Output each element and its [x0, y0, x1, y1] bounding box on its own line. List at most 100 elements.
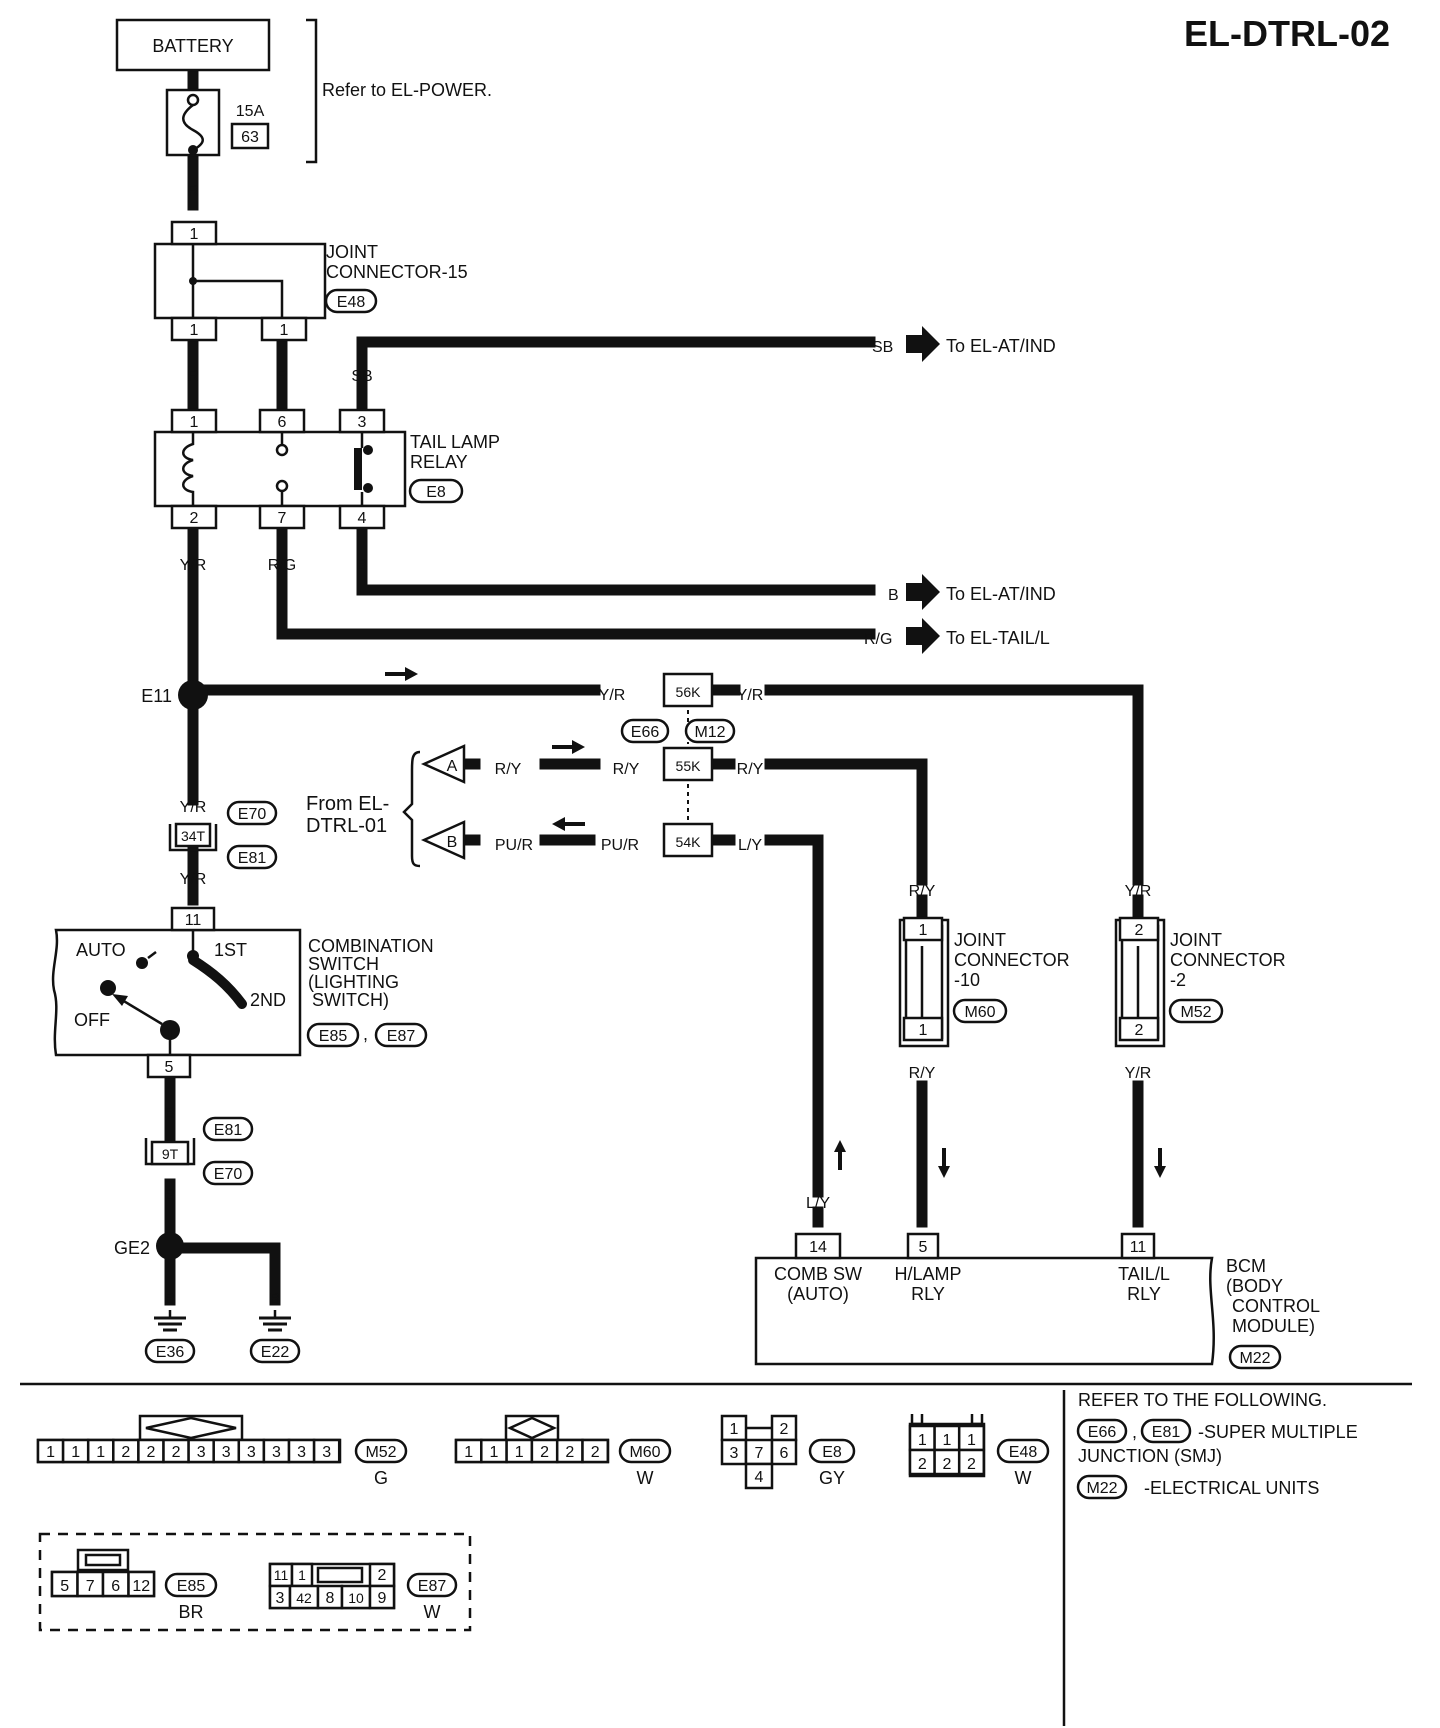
output-rg-tail-l: R/G To EL-TAIL/L [864, 618, 1050, 654]
svg-text:M12: M12 [694, 724, 725, 741]
svg-text:W: W [1015, 1468, 1032, 1488]
svg-text:E48: E48 [1009, 1444, 1038, 1461]
svg-text:CONNECTOR: CONNECTOR [1170, 950, 1286, 970]
svg-text:E85: E85 [319, 1028, 348, 1045]
svg-text:R/G: R/G [268, 557, 296, 574]
connector-cavity [312, 1438, 341, 1464]
relay-contact-icon [275, 443, 289, 457]
svg-text:1: 1 [190, 322, 199, 339]
svg-text:M52: M52 [1180, 1004, 1211, 1021]
connector-pin-label: 1 [515, 1444, 524, 1461]
connector-pin-label: 3 [197, 1444, 206, 1461]
svg-text:1: 1 [730, 1421, 739, 1438]
svg-text:COMB SW: COMB SW [774, 1264, 862, 1284]
svg-text:R: R [187, 368, 199, 385]
ground-e22: E22 [249, 1310, 301, 1364]
junction-34t: 34T E70 E81 [168, 800, 278, 870]
svg-text:4: 4 [755, 1469, 764, 1486]
svg-text:R/Y: R/Y [909, 883, 936, 900]
svg-text:R/G: R/G [864, 631, 892, 648]
fuse-number: 63 [241, 129, 259, 146]
svg-text:COMBINATION: COMBINATION [308, 936, 434, 956]
svg-text:MODULE): MODULE) [1232, 1316, 1315, 1336]
connector-pin-label: 2 [967, 1456, 976, 1473]
svg-text:9: 9 [378, 1590, 387, 1607]
svg-text:JOINT: JOINT [954, 930, 1006, 950]
svg-text:9T: 9T [162, 1146, 179, 1162]
connector-marker-b [420, 820, 466, 860]
connector-pin-label: 1 [46, 1444, 55, 1461]
svg-text:3: 3 [276, 1590, 285, 1607]
svg-text:E36: E36 [156, 1344, 185, 1361]
svg-text:M60: M60 [964, 1004, 995, 1021]
svg-text:Y/R: Y/R [180, 799, 207, 816]
svg-text:Y/R: Y/R [737, 687, 764, 704]
connector-view-group-dashed [38, 1532, 472, 1632]
svg-text:From EL-: From EL- [306, 793, 389, 815]
svg-text:E81: E81 [238, 850, 267, 867]
connector-pin-label: 3 [297, 1444, 306, 1461]
connector-pin-label: 1 [71, 1444, 80, 1461]
svg-text:CONNECTOR-15: CONNECTOR-15 [326, 262, 468, 282]
svg-text:1: 1 [919, 1022, 928, 1039]
svg-text:10: 10 [348, 1590, 364, 1606]
output-b-at-ind: B To EL-AT/IND [888, 574, 1056, 610]
svg-text:B: B [165, 1105, 176, 1122]
svg-text:1: 1 [919, 922, 928, 939]
svg-text:L/Y: L/Y [738, 837, 762, 854]
splice-ge2 [156, 1232, 184, 1260]
svg-text:E70: E70 [238, 806, 267, 823]
svg-text:R/Y: R/Y [737, 761, 764, 778]
svg-text:2: 2 [1135, 1022, 1144, 1039]
svg-text:8: 8 [326, 1590, 335, 1607]
connector-view-e8: 1 2 3 7 6 4 E8 GY [720, 1414, 856, 1490]
switch-contact-arc-icon [188, 955, 247, 1009]
svg-text:14: 14 [809, 1239, 827, 1256]
svg-text:R/Y: R/Y [495, 761, 522, 778]
svg-text:A: A [447, 758, 458, 775]
connector-pin-label: 1 [96, 1444, 105, 1461]
svg-text:B: B [270, 1291, 281, 1308]
fuse-terminal-top [186, 93, 200, 107]
svg-text:M52: M52 [365, 1444, 396, 1461]
svg-text:CONTROL: CONTROL [1232, 1296, 1320, 1316]
svg-text:Y/R: Y/R [1125, 1065, 1152, 1082]
svg-text:1ST: 1ST [214, 940, 247, 960]
output-sb-at-ind: SB To EL-AT/IND [872, 326, 1056, 362]
connector-pin-label: 2 [918, 1456, 927, 1473]
connector-cavity [957, 1424, 986, 1452]
svg-text:E66: E66 [1088, 1424, 1117, 1441]
svg-text:RELAY: RELAY [410, 452, 468, 472]
svg-text:(AUTO): (AUTO) [787, 1284, 849, 1304]
svg-text:Y/R: Y/R [599, 687, 626, 704]
svg-text:3: 3 [730, 1445, 739, 1462]
connector-pin-label: 2 [121, 1444, 130, 1461]
svg-text:E70: E70 [214, 1166, 243, 1183]
svg-text:E81: E81 [1152, 1424, 1181, 1441]
svg-text:PU/R: PU/R [495, 837, 533, 854]
svg-text:2: 2 [190, 510, 199, 527]
svg-text:SWITCH: SWITCH [308, 954, 379, 974]
svg-text:-10: -10 [954, 970, 980, 990]
svg-text:11: 11 [274, 1567, 289, 1583]
svg-text:CONNECTOR: CONNECTOR [954, 950, 1070, 970]
svg-text:7: 7 [755, 1445, 764, 1462]
fuse-rating: 15A [236, 103, 265, 120]
svg-text:5: 5 [919, 1239, 928, 1256]
refer-power-note: Refer to EL-POWER. [322, 80, 492, 100]
svg-text:W: W [424, 1602, 441, 1622]
svg-text:L/Y: L/Y [806, 1195, 830, 1212]
svg-text:SB: SB [351, 368, 372, 385]
svg-text:G: G [374, 1468, 388, 1488]
connector-pin-label: 1 [464, 1444, 473, 1461]
connector-pin-label: 3 [272, 1444, 281, 1461]
svg-text:54K: 54K [676, 834, 702, 850]
battery-label: BATTERY [152, 36, 233, 56]
svg-text:JOINT: JOINT [1170, 930, 1222, 950]
connector-pin-label: 2 [146, 1444, 155, 1461]
